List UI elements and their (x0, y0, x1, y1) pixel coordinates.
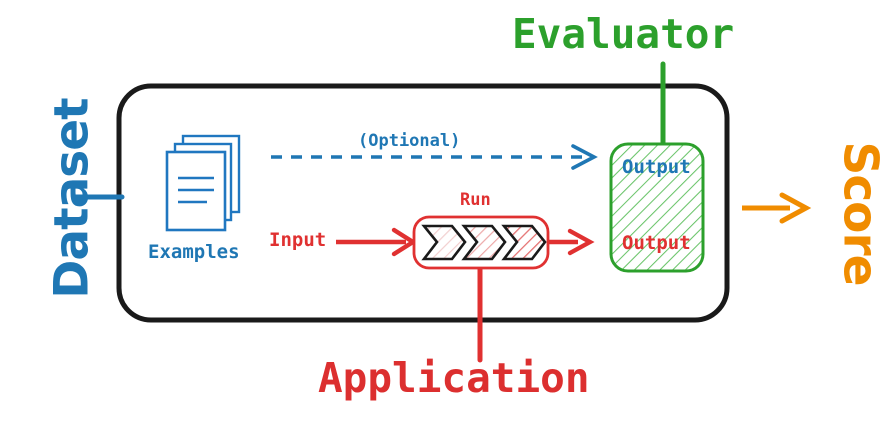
score-arrow (742, 192, 812, 224)
optional-label: (Optional) (358, 131, 461, 151)
run-output-arrow (549, 228, 595, 256)
run-box (412, 215, 550, 270)
evaluator-title: Evaluator (512, 10, 735, 58)
score-title: Score (832, 141, 887, 286)
input-label: Input (269, 229, 327, 251)
application-title: Application (318, 354, 590, 402)
dataset-title: Dataset (44, 98, 100, 299)
examples-icon (165, 134, 241, 232)
pipeline-container (116, 83, 730, 323)
optional-arrow (271, 144, 598, 170)
output-generated-label: Output (622, 232, 691, 254)
run-label: Run (460, 190, 491, 210)
output-box (609, 142, 705, 273)
examples-label: Examples (148, 241, 240, 263)
output-reference-label: Output (622, 156, 691, 178)
